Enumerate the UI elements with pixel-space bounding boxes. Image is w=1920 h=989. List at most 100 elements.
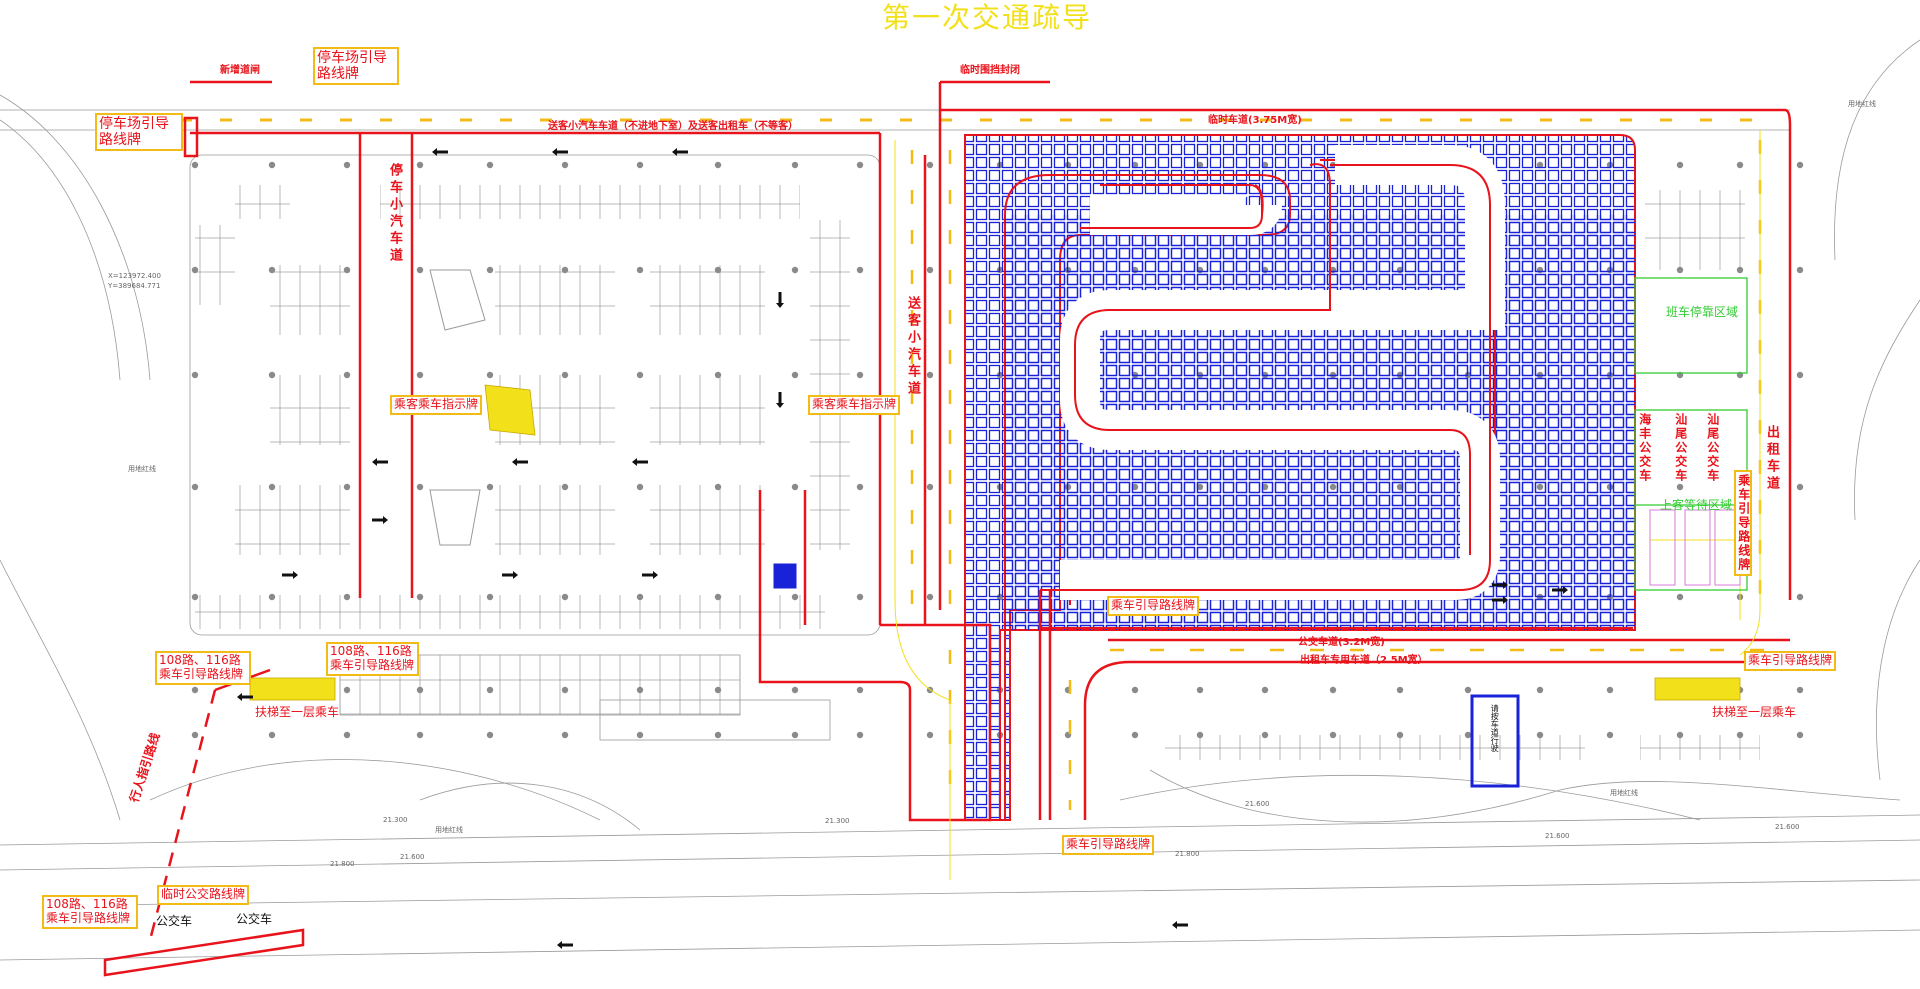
direction-arrow [372,516,388,524]
bus-108-116-sign-mid: 108路、116路乘车引导路线牌 [326,642,419,676]
column-dot [1261,731,1269,739]
direction-arrow [1172,921,1188,929]
column-dot [856,161,864,169]
column-dot [926,161,934,169]
column-dot [486,371,494,379]
column-dot [1676,161,1684,169]
column-dot [343,593,351,601]
column-dot [486,161,494,169]
column-dot [268,371,276,379]
direction-arrow [552,148,568,156]
column-dot [926,593,934,601]
column-dot [416,686,424,694]
direction-arrow [642,571,658,579]
column-dot [1676,266,1684,274]
elevation-f: 21.600 [1545,832,1570,840]
column-dot [636,161,644,169]
column-dot [714,483,722,491]
red-line-label-bottom: 用地红线 [1610,789,1638,797]
column-dot [791,731,799,739]
column-dot [486,266,494,274]
column-dot [191,266,199,274]
column-dot [1329,731,1337,739]
ride-guide-sign-mid: 乘车引导路线牌 [1107,596,1200,616]
column-dot [714,371,722,379]
column-dot [1796,731,1804,739]
column-dot [561,483,569,491]
parking-guide-sign-left: 停车场引导路线牌 [95,113,183,152]
column-dot [714,593,722,601]
column-dot [1796,483,1804,491]
column-dot [561,731,569,739]
column-dot [791,266,799,274]
red-line-label-bottom-left: 用地红线 [435,826,463,834]
column-dot [1676,483,1684,491]
direction-arrows [237,148,1568,949]
bus-lane-label: 公交车道(3.2M宽) [1298,637,1385,648]
direction-arrow [237,693,253,701]
magenta-stalls [1649,509,1741,586]
elevation-g: 21.600 [1775,823,1800,831]
column-dot [1736,266,1744,274]
column-dot [1796,593,1804,601]
column-dot [1536,686,1544,694]
column-dot [636,731,644,739]
column-dot [791,483,799,491]
new-gate-label: 新增道闸 [220,65,260,76]
column-dot [636,593,644,601]
parking-guide-sign-top: 停车场引导路线牌 [313,47,399,86]
yellow-lane-markings [910,140,1770,810]
temp-bus-route-sign: 临时公交路线牌 [157,885,250,905]
column-dot [714,266,722,274]
column-dot [191,483,199,491]
column-dot [856,593,864,601]
drawing-title: 第一次交通疏导 [882,1,1093,34]
column-dot [561,593,569,601]
column-dot [926,483,934,491]
column-dot [1736,731,1744,739]
column-dot [561,371,569,379]
column-dot [268,266,276,274]
column-dot [416,266,424,274]
direction-arrow [372,458,388,466]
temp-lane-label: 临时车道(3.75M宽) [1208,115,1302,126]
send-lane-top-label: 送客小汽车车道（不进地下室）及送客出租车（不等客） [548,121,798,132]
column-dot [1396,686,1404,694]
column-dot [1606,686,1614,694]
column-dot [268,593,276,601]
column-dot [191,686,199,694]
column-dot [1131,731,1139,739]
column-dot [1131,686,1139,694]
column-dot [268,731,276,739]
temp-enclosure-label: 临时围挡封闭 [960,65,1020,76]
direction-arrow [502,571,518,579]
column-dot [714,161,722,169]
escalator-label-left: 扶梯至一层乘车 [255,705,340,719]
column-dot [1676,593,1684,601]
column-dot [343,686,351,694]
column-dot [636,266,644,274]
column-dot [1796,266,1804,274]
bus-108-116-sign-left: 108路、116路乘车引导路线牌 [155,651,251,685]
column-dot [191,371,199,379]
elevation-b: 21.600 [400,853,425,861]
direction-arrow [512,458,528,466]
taxi-guide-sign: 乘车引导路线牌 [1734,470,1752,576]
escalator-graphics [249,384,1741,701]
shanwei-bus-label-2: 汕尾公交车 [1705,413,1720,483]
coord-x: X=123972.400 [108,272,161,280]
haifeng-bus-label: 海丰公交车 [1637,413,1652,483]
column-dot [191,731,199,739]
column-dot [926,266,934,274]
site-context-lines [0,39,1920,961]
column-dot [416,593,424,601]
column-dot [856,686,864,694]
column-dot [1536,731,1544,739]
column-dot [856,371,864,379]
column-dot [416,161,424,169]
direction-arrow [282,571,298,579]
column-dot [561,266,569,274]
ride-guide-sign-right: 乘车引导路线牌 [1744,651,1837,671]
direction-arrow [1492,581,1508,589]
